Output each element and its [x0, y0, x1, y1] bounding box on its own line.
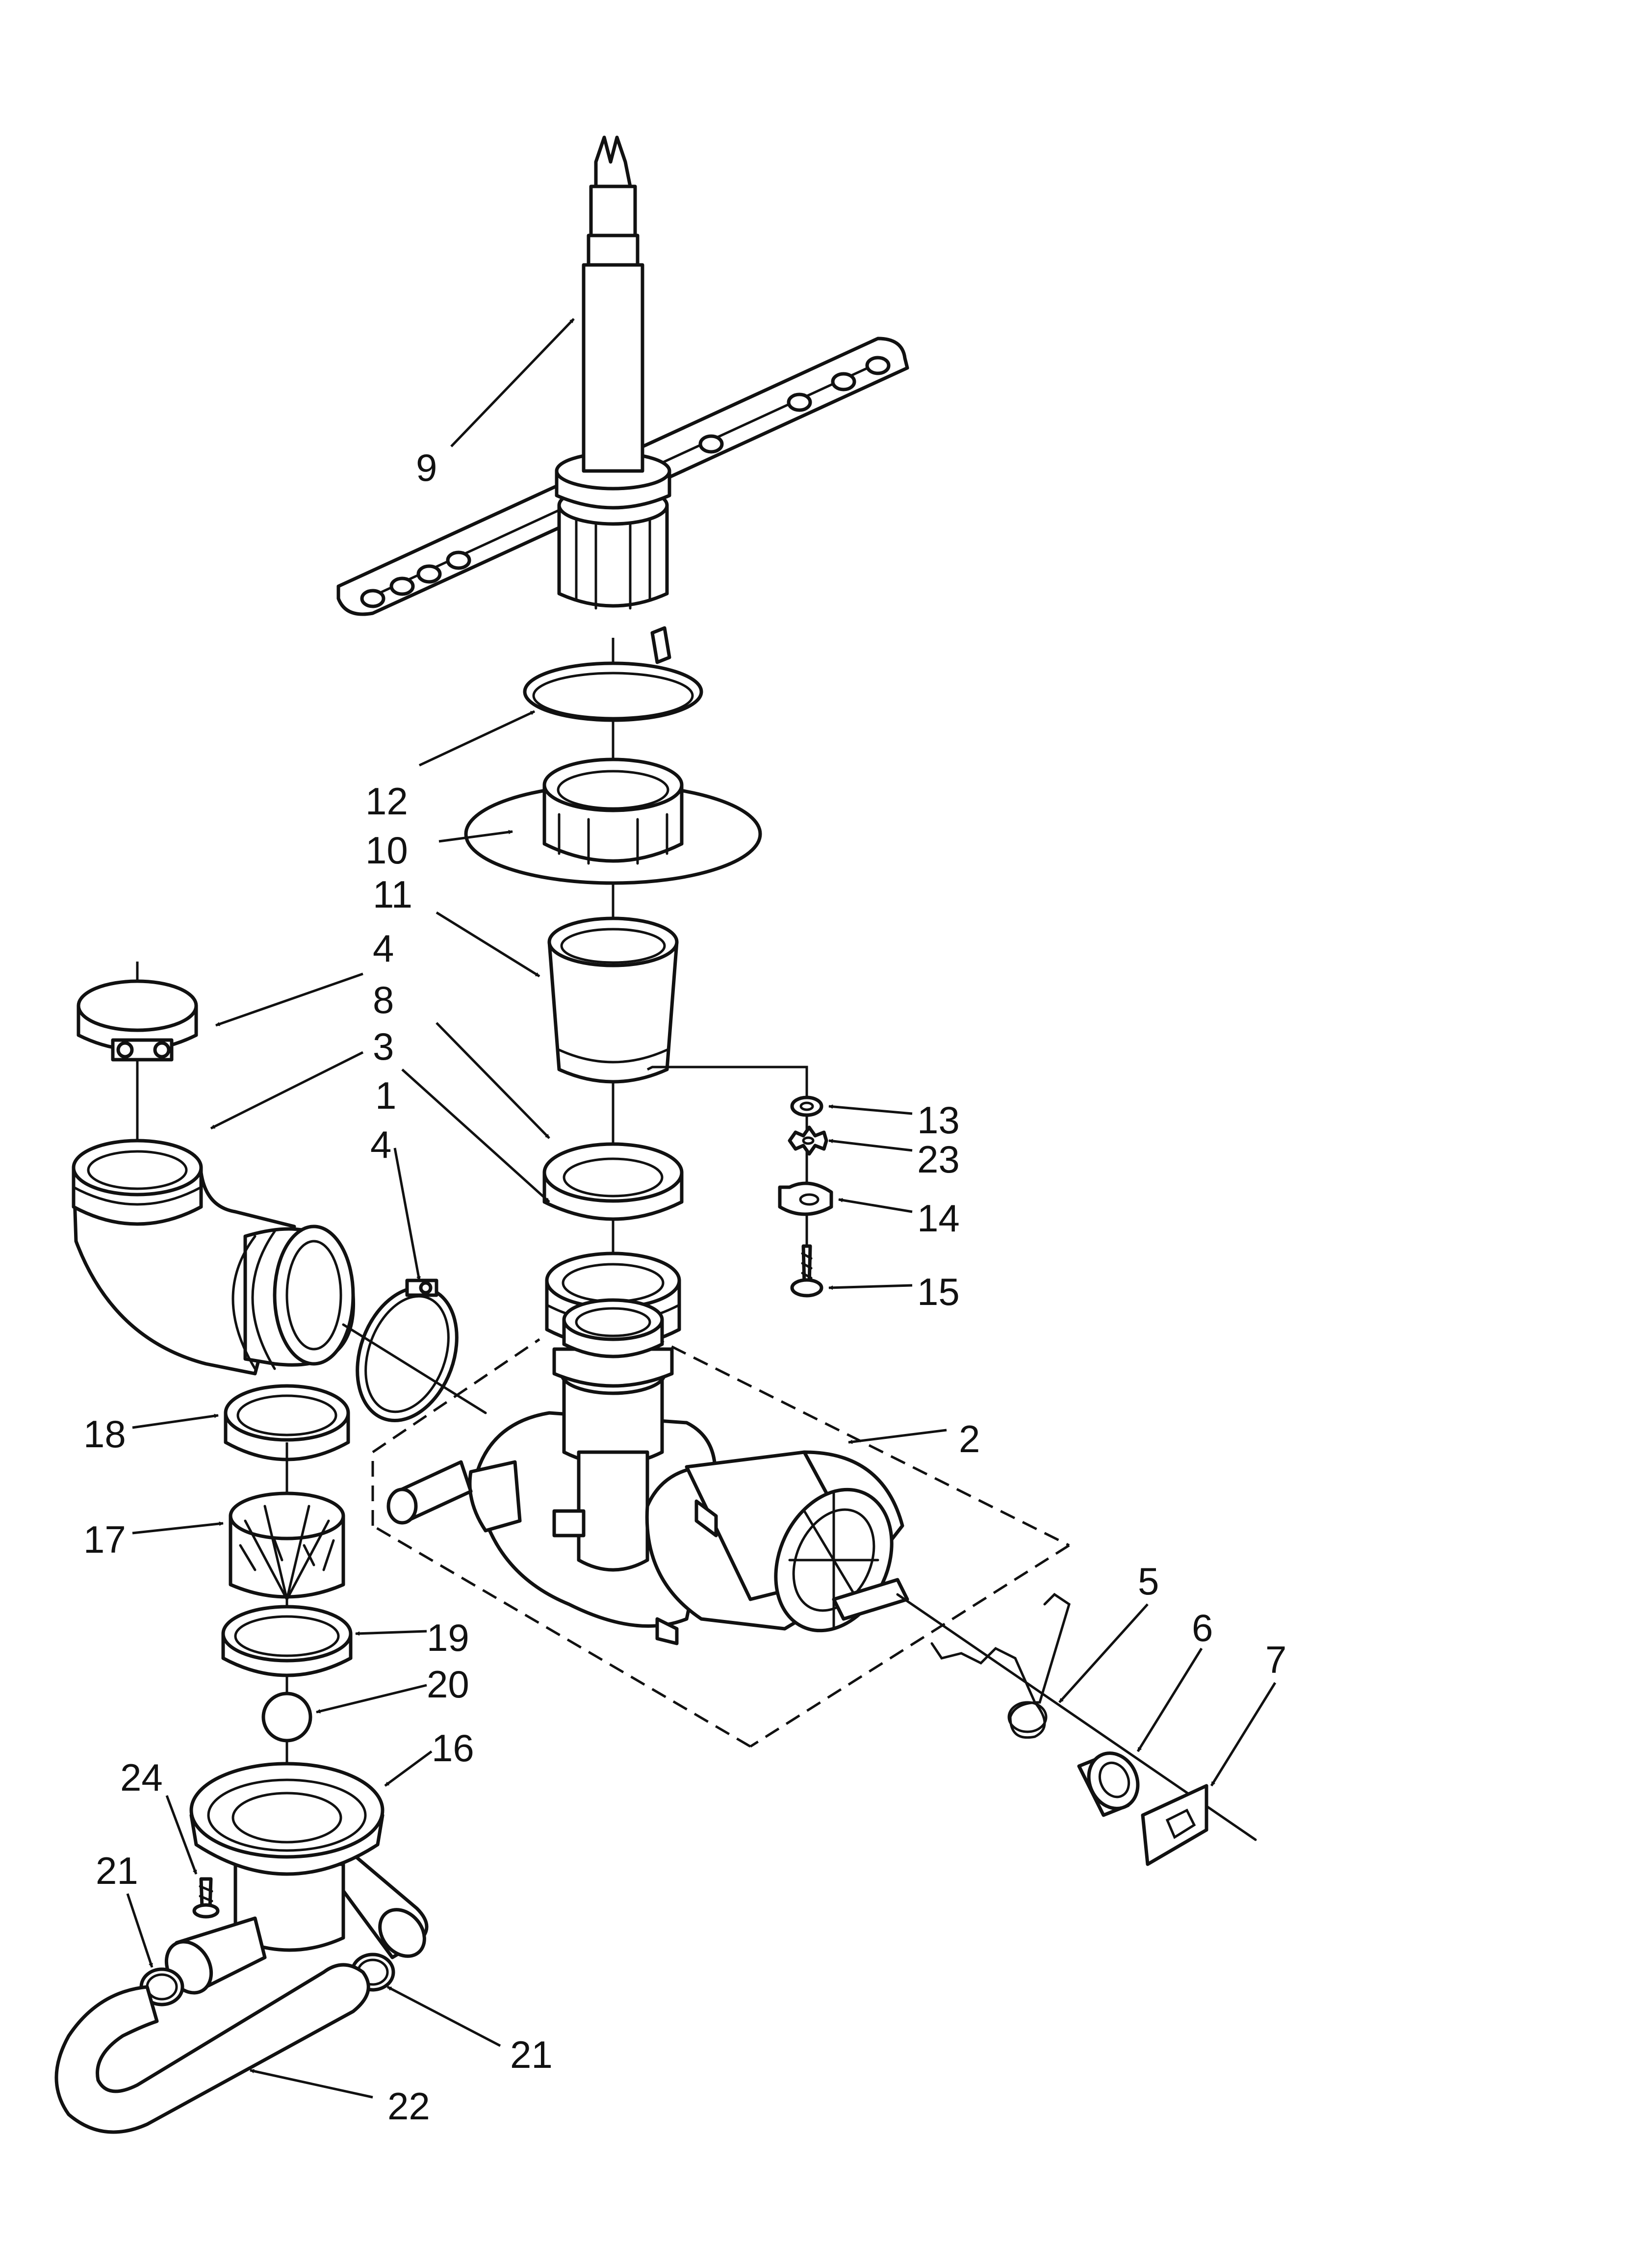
callout-21-right: 21: [510, 2033, 553, 2076]
leader-lines: [126, 318, 1277, 2099]
callout-1: 1: [375, 1074, 396, 1117]
callout-4-lower: 4: [370, 1123, 391, 1166]
callout-9: 9: [416, 446, 437, 489]
screw-24: [192, 1877, 220, 1919]
elbow-hose: [72, 1139, 356, 1376]
clip-14: [778, 1181, 833, 1216]
callout-20: 20: [427, 1663, 469, 1706]
ring-19: [221, 1605, 353, 1677]
screw-15: [790, 1244, 823, 1298]
seal-ring-8: [542, 1142, 684, 1221]
callout-18: 18: [83, 1412, 126, 1456]
gasket-plate-7: [1141, 1784, 1208, 1866]
pump-motor-assembly: [371, 1298, 1070, 1748]
retaining-wire-5: [930, 1592, 1071, 1739]
check-ball-20: [261, 1692, 312, 1743]
callout-17: 17: [83, 1518, 126, 1561]
callout-16: 16: [432, 1726, 474, 1770]
washer-13: [790, 1095, 823, 1117]
callout-3: 3: [373, 1025, 394, 1068]
spray-arm-assembly: [336, 135, 909, 616]
lock-washer-23: [788, 1125, 828, 1156]
hose-clamp-lower: [356, 1278, 459, 1423]
callout-22: 22: [387, 2085, 430, 2128]
callout-10: 10: [365, 829, 408, 872]
filter-cup: [547, 916, 679, 1084]
callout-12: 12: [365, 780, 408, 823]
callout-4-upper: 4: [373, 927, 394, 970]
manifold-collar: [464, 757, 762, 885]
callout-19: 19: [427, 1616, 469, 1659]
callout-23: 23: [917, 1138, 960, 1181]
callout-5: 5: [1138, 1560, 1159, 1603]
callout-8: 8: [373, 978, 394, 1021]
callout-2: 2: [959, 1417, 980, 1460]
hose-clamp-upper: [77, 979, 198, 1062]
callout-13: 13: [917, 1098, 960, 1142]
u-hose-22: [54, 1963, 370, 2134]
callout-7: 7: [1265, 1638, 1286, 1681]
callout-21-left: 21: [96, 1849, 138, 1892]
callout-24: 24: [120, 1756, 163, 1799]
callout-6: 6: [1192, 1606, 1213, 1649]
bushing-6: [1077, 1751, 1140, 1817]
side-stack-axis: [646, 1066, 808, 1276]
hose-axis: [342, 1323, 487, 1414]
snap-ring: [523, 626, 703, 722]
sump-housing-16: [164, 1762, 429, 1995]
ring-18: [224, 1384, 350, 1461]
callout-15: 15: [917, 1270, 960, 1313]
callout-14: 14: [917, 1197, 960, 1240]
callout-11: 11: [373, 873, 412, 916]
filter-cone-17: [229, 1491, 345, 1602]
